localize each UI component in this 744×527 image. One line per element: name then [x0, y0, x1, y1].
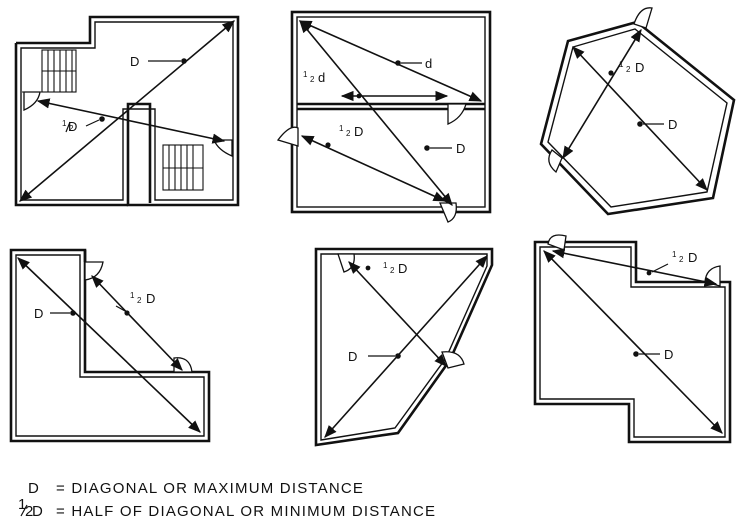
label-half-den: 2: [69, 124, 74, 133]
label-half-den: 2: [310, 75, 315, 84]
label-d: d: [425, 56, 433, 71]
label-half-num: 1: [339, 124, 344, 133]
legend-symbol-half-D: D: [32, 503, 44, 520]
label-half-den: 2: [626, 65, 631, 74]
label-half-num: 1: [619, 60, 624, 69]
label-D: D: [34, 306, 44, 321]
room-3-hexagon-plan: [539, 7, 736, 216]
stair-icon: [162, 144, 204, 191]
label-half-num: 1: [672, 250, 677, 259]
label-half-D: D: [688, 250, 698, 265]
label-half-den: 2: [137, 296, 142, 305]
legend-text-half-D: = HALF OF DIAGONAL OR MINIMUM DISTANCE: [56, 503, 436, 520]
label-half-num: 1: [130, 291, 135, 300]
legend-half-den: 2: [25, 503, 35, 520]
door-swing-icon: [633, 7, 653, 29]
room-2-divided-plan: [276, 10, 492, 223]
door-swing-icon: [547, 234, 567, 251]
door-swing-icon: [276, 126, 299, 147]
legend-text-D: = DIAGONAL OR MAXIMUM DISTANCE: [56, 480, 364, 497]
legend: D = DIAGONAL OR MAXIMUM DISTANCE 1 2 D =…: [18, 480, 436, 520]
stair-icon: [22, 49, 77, 93]
label-half-D: D: [635, 60, 645, 75]
label-half-den: 2: [346, 129, 351, 138]
door-swing-icon: [548, 149, 563, 174]
label-D: D: [130, 54, 140, 69]
label-D: D: [456, 141, 466, 156]
label-half-D: D: [354, 124, 364, 139]
legend-symbol-D: D: [28, 480, 40, 497]
label-D: D: [664, 347, 674, 362]
label-half-d: d: [318, 70, 326, 85]
door-swing-icon: [213, 139, 233, 157]
room-4-l-shape-plan: [9, 248, 211, 443]
label-half-D: D: [146, 291, 156, 306]
room-1-stair-plan: [14, 15, 240, 207]
label-D: D: [348, 349, 358, 364]
room-5-trapezoid-plan: [314, 247, 494, 447]
label-half-num: 1: [62, 119, 67, 128]
label-half-num: 1: [383, 261, 388, 270]
door-swing-icon: [447, 103, 467, 125]
door-swing-icon: [23, 91, 41, 111]
label-D: D: [668, 117, 678, 132]
room-6-notched-plan: [533, 234, 732, 444]
label-half-D: D: [68, 119, 78, 134]
label-half-den: 2: [679, 255, 684, 264]
door-swing-icon: [337, 253, 355, 273]
label-half-D: D: [398, 261, 408, 276]
label-half-num: 1: [303, 70, 308, 79]
door-swing-icon: [439, 202, 457, 223]
legend-half-num: 1: [18, 496, 28, 513]
label-half-den: 2: [390, 266, 395, 275]
